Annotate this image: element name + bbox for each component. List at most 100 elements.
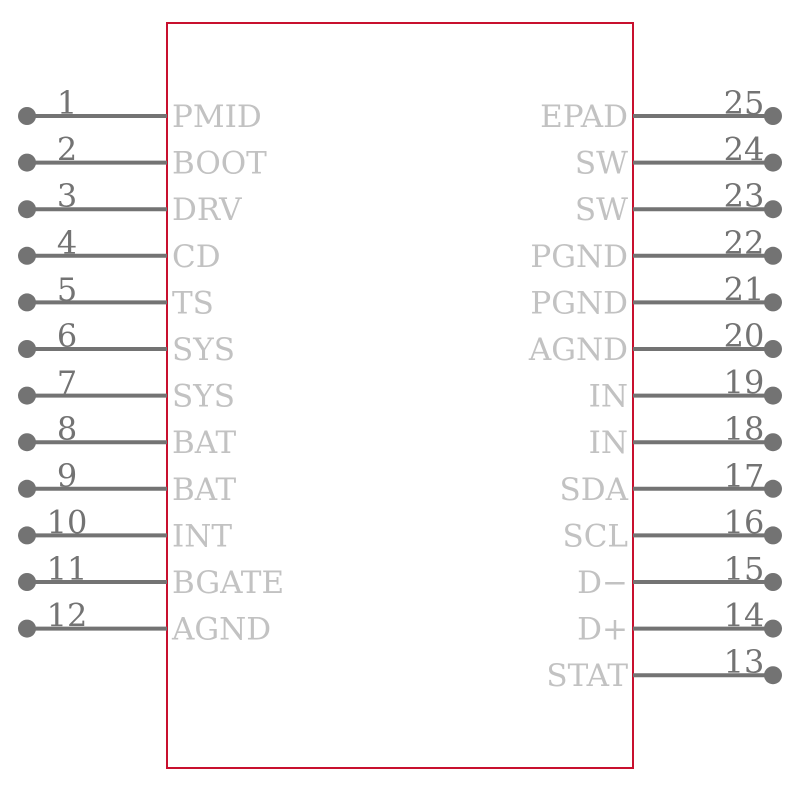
pin-2: 2 BOOT (18, 131, 267, 182)
pin-name: EPAD (540, 99, 628, 135)
pin-connection-dot (764, 526, 782, 545)
pin-connection-dot (18, 246, 36, 265)
pin-25: 25 EPAD (540, 84, 782, 135)
pin-connection-dot (18, 153, 36, 172)
pin-connection-dot (18, 340, 36, 358)
pin-name: D+ (577, 612, 628, 648)
pin-13: 13 STAT (546, 643, 782, 694)
pin-name: PGND (530, 239, 628, 275)
pin-22: 22 PGND (530, 224, 782, 275)
pin-number: 23 (724, 177, 765, 215)
pin-number: 24 (724, 131, 765, 169)
pin-number: 1 (57, 84, 77, 122)
pin-number: 3 (57, 177, 77, 215)
pin-connection-dot (18, 200, 36, 219)
pin-12: 12 AGND (18, 597, 271, 648)
pin-connection-dot (764, 479, 782, 498)
pin-number: 15 (724, 550, 765, 588)
pin-name: IN (589, 425, 628, 461)
pin-name: SDA (560, 472, 629, 508)
pin-name: D− (577, 565, 628, 601)
pin-connection-dot (764, 619, 782, 638)
pin-name: SYS (172, 379, 235, 415)
pin-number: 16 (724, 503, 765, 541)
pin-name: PGND (530, 285, 628, 321)
pin-15: 15 D− (577, 550, 782, 601)
pin-19: 19 IN (589, 364, 782, 415)
pin-24: 24 SW (575, 131, 782, 182)
pin-number: 8 (57, 410, 77, 448)
pin-connection-dot (18, 293, 36, 312)
pin-connection-dot (764, 573, 782, 591)
pin-name: SW (575, 146, 628, 182)
pin-17: 17 SDA (560, 457, 782, 508)
pin-number: 21 (724, 270, 765, 308)
pin-connection-dot (764, 386, 782, 405)
pin-connection-dot (764, 340, 782, 358)
pin-8: 8 BAT (18, 410, 236, 461)
pin-name: STAT (546, 658, 628, 694)
pin-23: 23 SW (575, 177, 782, 228)
pin-number: 9 (57, 457, 77, 495)
pin-number: 7 (57, 364, 77, 402)
pin-16: 16 SCL (562, 503, 782, 554)
pin-4: 4 CD (18, 224, 221, 275)
pin-number: 14 (724, 597, 765, 635)
pin-connection-dot (764, 666, 782, 685)
pin-number: 13 (724, 643, 765, 681)
pin-name: BAT (172, 425, 236, 461)
pin-connection-dot (18, 107, 36, 125)
pin-connection-dot (764, 107, 782, 125)
pin-number: 22 (724, 224, 765, 262)
pin-10: 10 INT (18, 503, 232, 554)
pin-connection-dot (764, 293, 782, 312)
pin-connection-dot (764, 433, 782, 452)
pin-5: 5 TS (18, 270, 214, 321)
pin-1: 1 PMID (18, 84, 262, 135)
pin-number: 4 (57, 224, 77, 262)
right-pin-group: 25EPAD24SW23SW22PGND21PGND20AGND19IN18IN… (528, 84, 782, 694)
pin-connection-dot (18, 433, 36, 452)
pin-connection-dot (18, 619, 36, 638)
pin-number: 20 (724, 317, 765, 355)
pin-connection-dot (18, 573, 36, 591)
pin-number: 12 (47, 597, 88, 635)
pin-connection-dot (18, 526, 36, 545)
pin-connection-dot (764, 200, 782, 219)
pin-name: DRV (172, 192, 242, 228)
pin-name: IN (589, 379, 628, 415)
pin-number: 17 (724, 457, 765, 495)
pin-number: 25 (724, 84, 765, 122)
pin-name: TS (172, 285, 214, 321)
pin-6: 6 SYS (18, 317, 235, 368)
pin-name: SCL (562, 518, 628, 554)
pin-21: 21 PGND (530, 270, 782, 321)
pin-connection-dot (18, 479, 36, 498)
pin-connection-dot (764, 246, 782, 265)
pin-connection-dot (764, 153, 782, 172)
pin-number: 10 (47, 503, 88, 541)
pin-name: AGND (171, 612, 271, 648)
pin-connection-dot (18, 386, 36, 405)
pin-name: AGND (528, 332, 628, 368)
pin-name: BOOT (172, 146, 267, 182)
pin-number: 5 (57, 270, 77, 308)
pin-number: 19 (724, 364, 765, 402)
pin-7: 7 SYS (18, 364, 235, 415)
pin-number: 2 (57, 131, 77, 169)
pin-20: 20 AGND (528, 317, 782, 368)
pin-name: PMID (172, 99, 262, 135)
pin-name: SW (575, 192, 628, 228)
pin-14: 14 D+ (577, 597, 782, 648)
pin-name: INT (172, 518, 232, 554)
pin-3: 3 DRV (18, 177, 242, 228)
pin-name: BGATE (172, 565, 284, 601)
pin-name: SYS (172, 332, 235, 368)
pin-number: 6 (57, 317, 77, 355)
pin-name: CD (172, 239, 221, 275)
